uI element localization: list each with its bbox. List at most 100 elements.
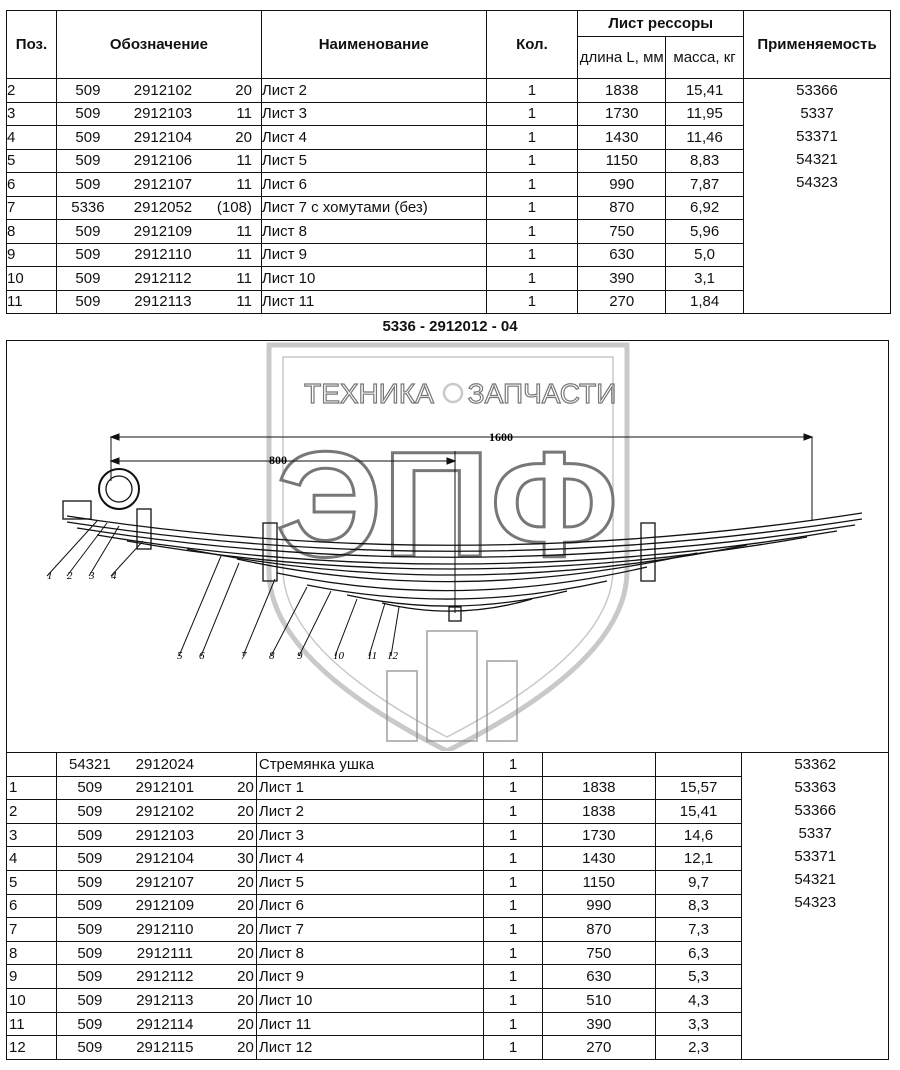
cell-name: Лист 8 (255, 940, 485, 966)
applicability-model: 5337 (800, 105, 834, 122)
cell-pos (6, 752, 57, 777)
applicability-model: 5337 (798, 825, 832, 842)
callout-label: 7 (241, 650, 247, 662)
cell-mass: 1,84 (665, 289, 745, 314)
designation-part: 2912024 (135, 755, 195, 773)
designation-part: 20 (237, 1039, 254, 1057)
callout-label: 5 (177, 650, 183, 662)
cell-name: Лист 6 (255, 893, 485, 919)
cell-length: 270 (577, 289, 667, 314)
cell-pos: 10 (6, 988, 57, 1013)
cell-qty: 1 (485, 289, 579, 314)
designation-part: 2912107 (133, 175, 193, 193)
designation-part: 2912107 (135, 873, 195, 891)
cell-name: Лист 12 (255, 1035, 485, 1060)
cell-length: 870 (541, 917, 656, 942)
cell-name: Лист 11 (255, 1011, 485, 1037)
callout-label: 8 (269, 650, 275, 662)
cell-name: Лист 5 (260, 148, 487, 173)
cell-name: Лист 3 (260, 101, 487, 126)
cell-length: 1430 (577, 125, 667, 150)
cell-length: 1838 (541, 799, 656, 824)
callout-label: 6 (199, 650, 205, 662)
callout-label: 9 (297, 650, 303, 662)
cell-qty: 1 (483, 775, 543, 801)
cell-qty: 1 (485, 242, 579, 267)
drawing-title: 5336 - 2912012 - 04 (382, 318, 518, 335)
cell-pos: 6 (6, 893, 57, 919)
designation-part: 509 (77, 897, 103, 915)
designation-part: 20 (237, 1015, 254, 1033)
designation-part: 11 (236, 269, 252, 287)
designation-part: 2912103 (133, 105, 193, 123)
designation-part: 2912106 (133, 152, 193, 170)
designation-part: 20 (237, 779, 254, 797)
cell-mass: 3,1 (665, 266, 745, 291)
cell-qty: 1 (483, 1011, 543, 1037)
cell-mass: 8,3 (654, 893, 743, 919)
cell-qty: 1 (483, 893, 543, 919)
designation-part: 20 (237, 921, 254, 939)
cell-pos: 5 (6, 148, 57, 173)
designation-part: 2912113 (136, 991, 194, 1009)
cell-length: 390 (541, 1011, 656, 1037)
watermark-wheat-icon (386, 630, 518, 742)
cell-qty: 1 (483, 822, 543, 848)
designation-part: 5336 (71, 199, 105, 217)
cell-length: 1730 (577, 101, 667, 126)
cell-mass: 15,41 (665, 78, 745, 103)
cell-length: 1430 (541, 846, 656, 872)
cell-pos: 7 (6, 195, 57, 220)
designation-part: 509 (77, 968, 103, 986)
cell-name: Лист 10 (255, 988, 485, 1013)
cell-pos: 4 (6, 846, 57, 872)
cell-qty: 1 (485, 195, 579, 220)
callout-label: 12 (387, 650, 399, 662)
cell-mass: 7,3 (654, 917, 743, 942)
cell-qty: 1 (483, 846, 543, 872)
designation-part: 509 (75, 128, 101, 146)
cell-length: 750 (577, 219, 667, 244)
header-applicability: Применяемость (743, 10, 891, 79)
cell-name: Лист 9 (260, 242, 487, 267)
designation-part: 2912102 (135, 803, 195, 821)
cell-name: Лист 7 с хомутами (без) (260, 195, 487, 220)
cell-qty: 1 (485, 219, 579, 244)
designation-part: 20 (237, 897, 254, 915)
designation-part: (108) (216, 199, 252, 217)
cell-pos: 11 (6, 1011, 57, 1037)
cell-pos: 10 (6, 266, 57, 291)
designation-part: 509 (75, 81, 101, 99)
cell-pos: 5 (6, 870, 57, 895)
applicability-model: 53366 (796, 82, 838, 99)
watermark-text-right: ЗАПЧАСТИ (468, 378, 617, 409)
designation-part: 2912114 (136, 1015, 194, 1033)
cell-mass: 11,95 (665, 101, 745, 126)
cell-length: 1150 (541, 870, 656, 895)
cell-qty: 1 (483, 964, 543, 990)
header-leaf-group: Лист рессоры (577, 10, 745, 37)
designation-part: 2912110 (134, 246, 192, 264)
designation-part: 509 (75, 293, 101, 311)
cell-length: 1838 (577, 78, 667, 103)
